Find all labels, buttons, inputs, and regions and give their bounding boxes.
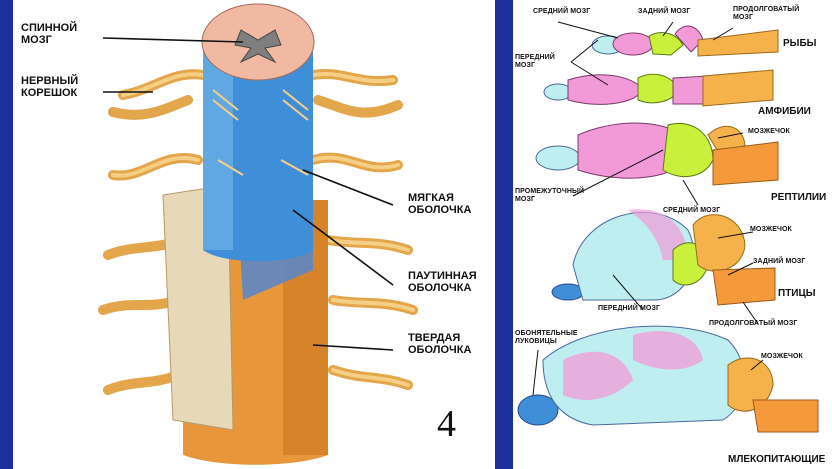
label-olfactory-bulbs: ОБОНЯТЕЛЬНЫЕ ЛУКОВИЦЫ	[515, 330, 578, 346]
brain-evolution-illustration	[513, 0, 832, 469]
label-hindbrain: ЗАДНИЙ МОЗГ	[638, 8, 690, 16]
label-spinal-cord: СПИННОЙ МОЗГ	[21, 22, 77, 47]
label-medulla: ПРОДОЛГОВАТЫЙ МОЗГ	[733, 6, 799, 22]
label-midbrain: СРЕДНИЙ МОЗГ	[533, 8, 590, 16]
label-cerebellum-bird: МОЗЖЕЧОК	[750, 226, 792, 234]
spinal-cord-panel: СПИННОЙ МОЗГ НЕРВНЫЙ КОРЕШОК МЯГКАЯ ОБОЛ…	[13, 0, 495, 469]
label-nerve-root: НЕРВНЫЙ КОРЕШОК	[21, 75, 78, 100]
fish-brain	[592, 26, 778, 56]
reptile-brain	[536, 123, 778, 185]
label-reptiles: РЕПТИЛИИ	[771, 192, 826, 203]
label-cerebellum-reptile: МОЗЖЕЧОК	[748, 128, 790, 136]
label-arachnoid: ПАУТИННАЯ ОБОЛОЧКА	[408, 270, 477, 295]
label-forebrain-bird: ПЕРЕДНИЙ МОЗГ	[598, 305, 660, 313]
label-forebrain: ПЕРЕДНИЙ МОЗГ	[515, 54, 555, 70]
label-cerebellum-mammal: МОЗЖЕЧОК	[761, 353, 803, 361]
bird-brain	[552, 209, 775, 305]
label-fish: РЫБЫ	[783, 38, 816, 49]
amphibian-brain	[544, 70, 773, 106]
brain-evolution-panel: СРЕДНИЙ МОЗГ ЗАДНИЙ МОЗГ ПРОДОЛГОВАТЫЙ М…	[513, 0, 832, 469]
label-pia-mater: МЯГКАЯ ОБОЛОЧКА	[408, 192, 471, 217]
label-midbrain-reptile: СРЕДНИЙ МОЗГ	[663, 207, 720, 215]
page-number: 4	[437, 402, 456, 446]
label-birds: ПТИЦЫ	[778, 288, 816, 299]
spinal-cord-illustration	[13, 0, 495, 469]
label-hindbrain-bird: ЗАДНИЙ МОЗГ	[753, 258, 805, 266]
label-amphibians: АМФИБИИ	[758, 106, 811, 117]
label-diencephalon: ПРОМЕЖУТОЧНЫЙ МОЗГ	[515, 188, 584, 204]
label-medulla-bird: ПРОДОЛГОВАТЫЙ МОЗГ	[709, 320, 797, 328]
label-mammals: МЛЕКОПИТАЮЩИЕ	[728, 454, 825, 465]
label-dura-mater: ТВЕРДАЯ ОБОЛОЧКА	[408, 332, 471, 357]
